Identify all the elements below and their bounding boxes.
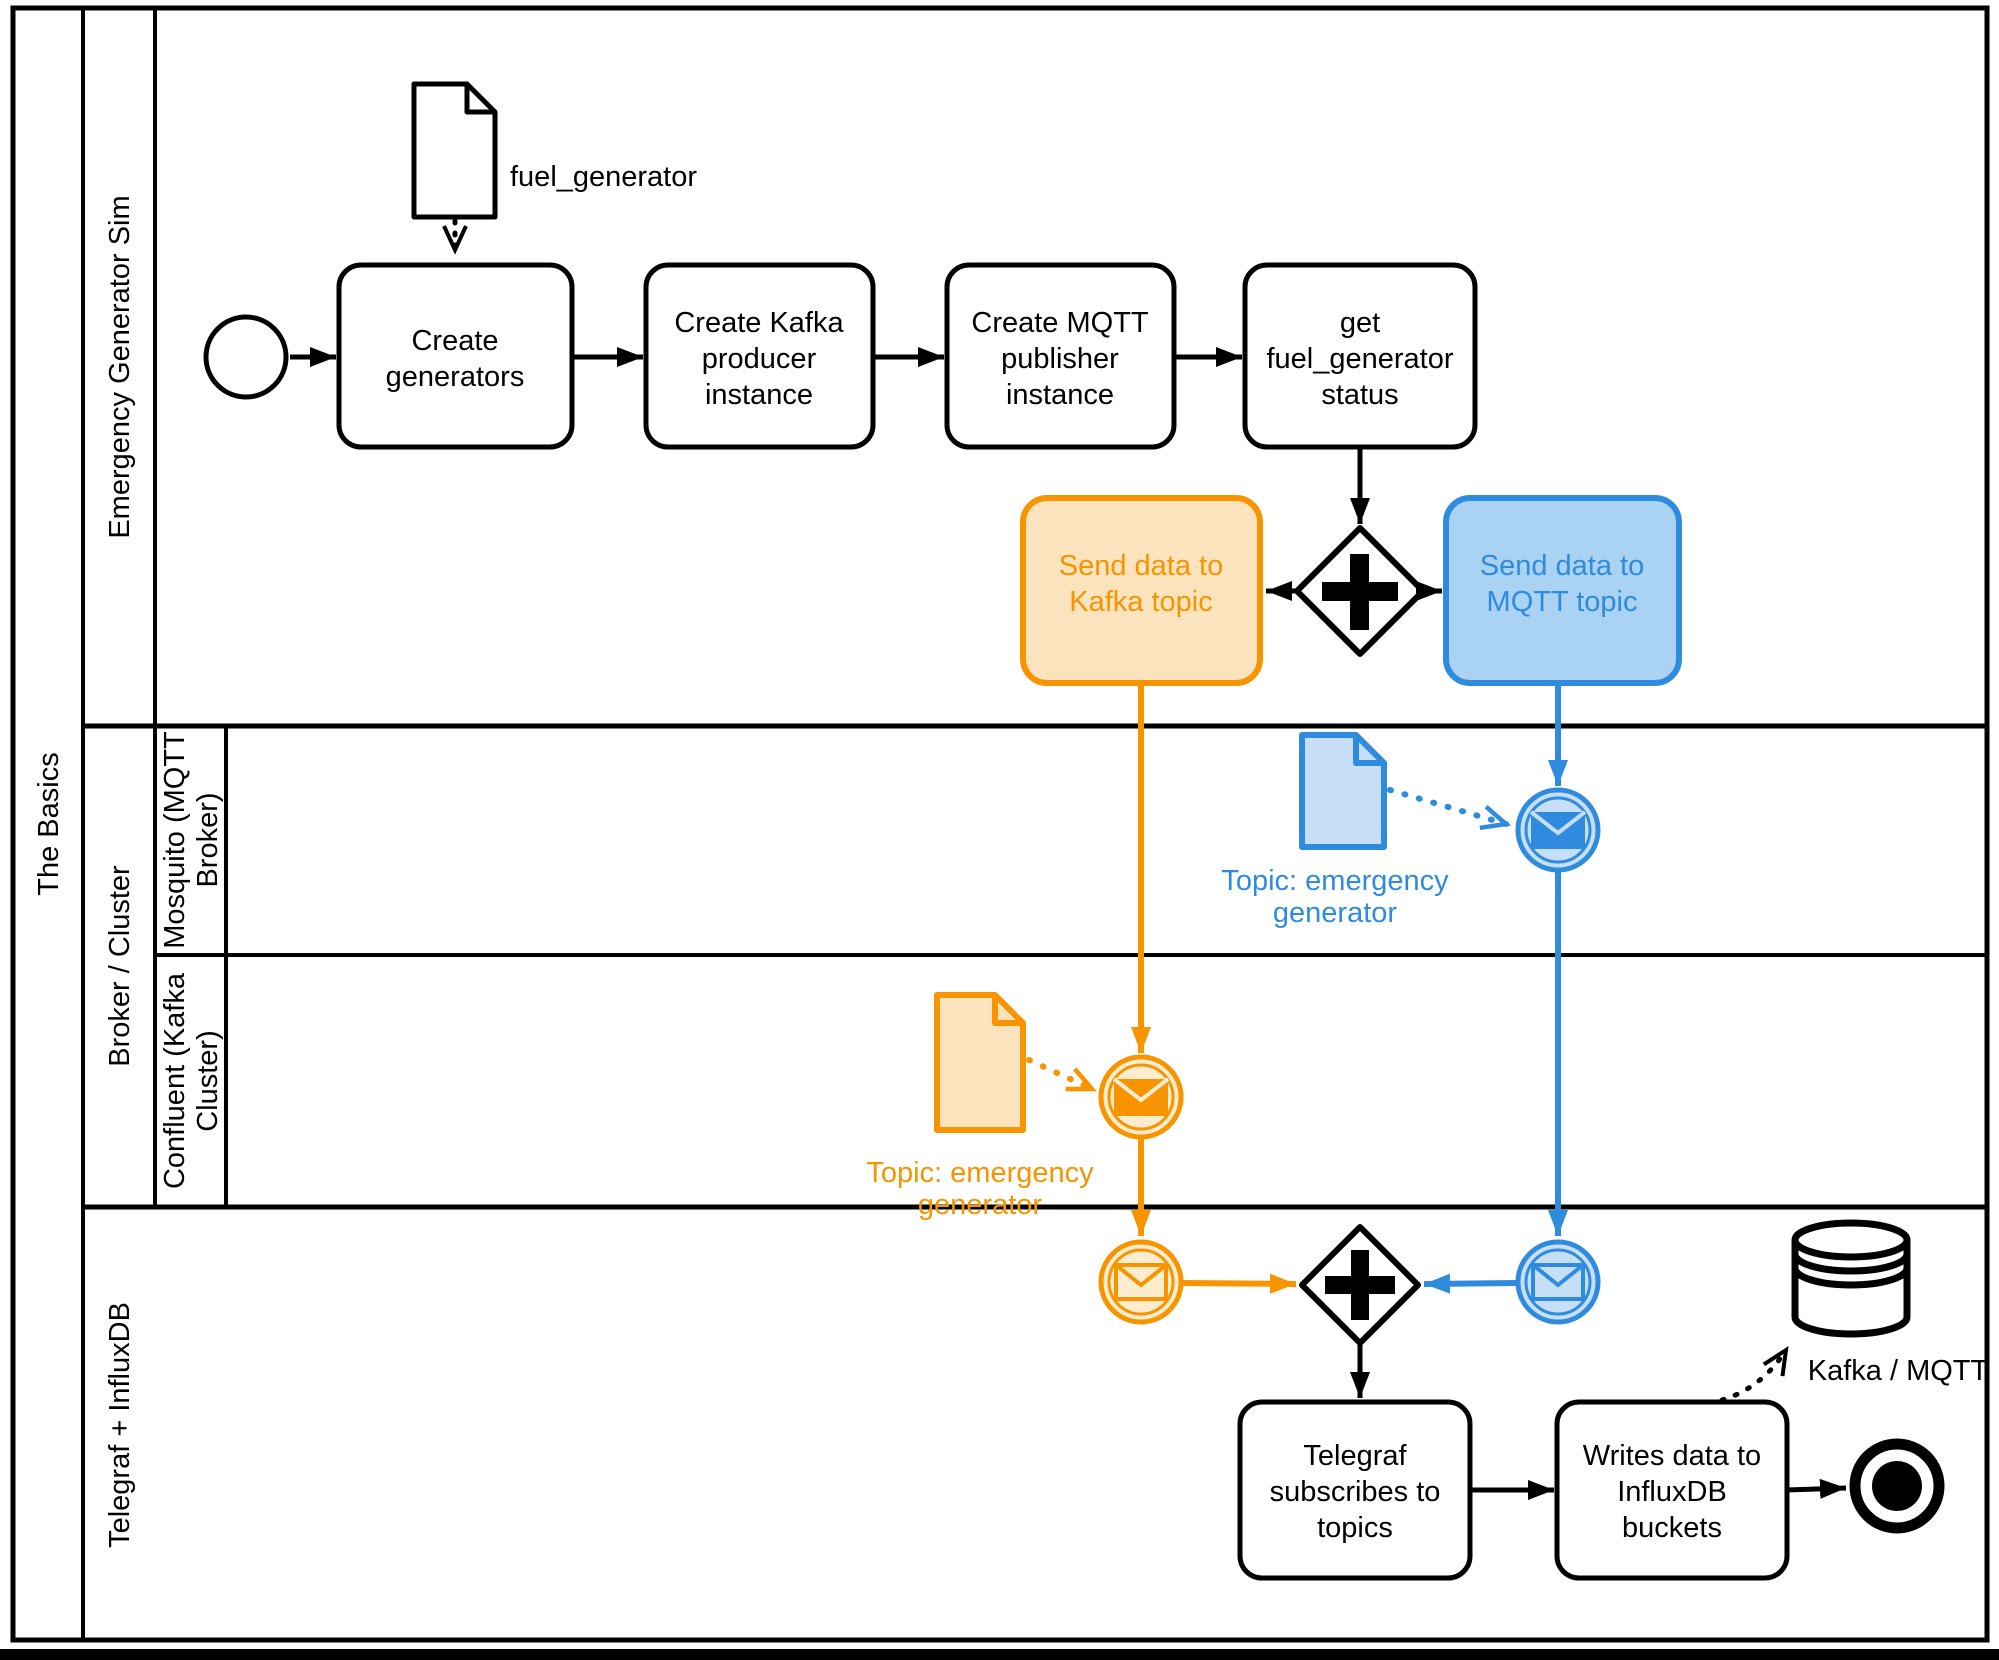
svg-text:fuel_generator: fuel_generator <box>1266 343 1453 375</box>
flow-mqtt-event-to-gateway2 <box>1423 1273 1519 1294</box>
svg-text:Create: Create <box>411 325 498 357</box>
svg-text:buckets: buckets <box>1622 1512 1722 1544</box>
svg-text:Create Kafka: Create Kafka <box>674 307 844 339</box>
association-writes-to-datastore <box>1719 1345 1789 1403</box>
lane-label-broker-cluster: Broker / Cluster <box>104 865 136 1067</box>
document-icon[interactable] <box>411 81 498 220</box>
mqtt-message-event[interactable] <box>1515 787 1601 873</box>
svg-text:get: get <box>1340 307 1380 339</box>
telegraf-kafka-message-event[interactable] <box>1098 1239 1184 1325</box>
mqtt-topic-document-icon[interactable] <box>1299 732 1387 850</box>
parallel-gateway-split[interactable] <box>1294 525 1426 657</box>
start-event[interactable] <box>203 314 289 400</box>
kafka-topic-document-icon[interactable] <box>934 992 1026 1133</box>
mqtt-topic-label: Topic: emergency generator <box>1221 865 1449 929</box>
svg-text:instance: instance <box>1006 379 1114 411</box>
association-mqtt-doc-to-event <box>1387 787 1506 824</box>
svg-text:Writes data to: Writes data to <box>1583 1440 1761 1472</box>
task-get-fuel-generator-status[interactable]: get fuel_generator status <box>1242 262 1478 450</box>
svg-text:Kafka topic: Kafka topic <box>1069 586 1212 618</box>
lane-label-confluent-kafka-cluster: Confluent (Kafka Cluster) <box>159 972 224 1189</box>
kafka-message-event[interactable] <box>1098 1054 1184 1140</box>
end-event[interactable] <box>1849 1438 1945 1534</box>
svg-text:InfluxDB: InfluxDB <box>1617 1476 1727 1508</box>
svg-text:MQTT topic: MQTT topic <box>1487 586 1638 618</box>
database-icon[interactable] <box>1791 1219 1911 1338</box>
pool-frame <box>10 5 1990 1643</box>
svg-text:Create MQTT: Create MQTT <box>971 307 1149 339</box>
task-create-generators[interactable]: Create generators <box>336 262 575 450</box>
svg-text:producer: producer <box>702 343 817 375</box>
svg-text:Topic: emergency: Topic: emergency <box>1221 865 1449 897</box>
fuel-generator-doc-label: fuel_generator <box>510 161 697 193</box>
flow-writes-to-end <box>1786 1478 1847 1499</box>
svg-text:Send data to: Send data to <box>1480 550 1644 582</box>
association-kafka-doc-to-event <box>1026 1057 1092 1092</box>
kafka-topic-label: Topic: emergency generator <box>866 1157 1094 1221</box>
svg-text:subscribes to: subscribes to <box>1270 1476 1441 1508</box>
svg-text:generator: generator <box>1273 897 1397 929</box>
svg-text:Mosquito (MQTT: Mosquito (MQTT <box>159 731 191 949</box>
svg-text:status: status <box>1321 379 1398 411</box>
pool-title: The Basics <box>33 752 65 895</box>
svg-text:Confluent (Kafka: Confluent (Kafka <box>159 972 191 1189</box>
task-writes-influxdb[interactable]: Writes data to InfluxDB buckets <box>1554 1399 1790 1581</box>
datastore-label: Kafka / MQTT <box>1808 1355 1989 1387</box>
task-telegraf-subscribes[interactable]: Telegraf subscribes to topics <box>1237 1399 1473 1581</box>
svg-text:Telegraf: Telegraf <box>1303 1440 1407 1472</box>
bottom-border-bar <box>0 1649 1999 1660</box>
task-create-kafka-producer[interactable]: Create Kafka producer instance <box>643 262 876 450</box>
svg-text:Cluster): Cluster) <box>192 1030 224 1132</box>
svg-text:Send data to: Send data to <box>1059 550 1223 582</box>
svg-text:generators: generators <box>386 361 525 393</box>
telegraf-mqtt-message-event[interactable] <box>1515 1239 1601 1325</box>
task-send-data-mqtt-topic[interactable]: Send data to MQTT topic <box>1443 495 1682 686</box>
svg-text:topics: topics <box>1317 1512 1393 1544</box>
lane-label-emergency-generator-sim: Emergency Generator Sim <box>104 195 136 538</box>
svg-text:Topic: emergency: Topic: emergency <box>866 1157 1094 1189</box>
svg-text:generator: generator <box>918 1189 1042 1221</box>
svg-text:publisher: publisher <box>1001 343 1119 375</box>
task-create-mqtt-publisher[interactable]: Create MQTT publisher instance <box>944 262 1177 450</box>
task-send-data-kafka-topic[interactable]: Send data to Kafka topic <box>1020 495 1263 686</box>
lane-label-telegraf-influxdb: Telegraf + InfluxDB <box>104 1302 136 1548</box>
svg-text:instance: instance <box>705 379 813 411</box>
lane-label-mosquito-mqtt-broker: Mosquito (MQTT Broker) <box>159 731 224 949</box>
flow-kafka-event-to-gateway2 <box>1180 1273 1297 1294</box>
svg-text:Broker): Broker) <box>192 792 224 887</box>
